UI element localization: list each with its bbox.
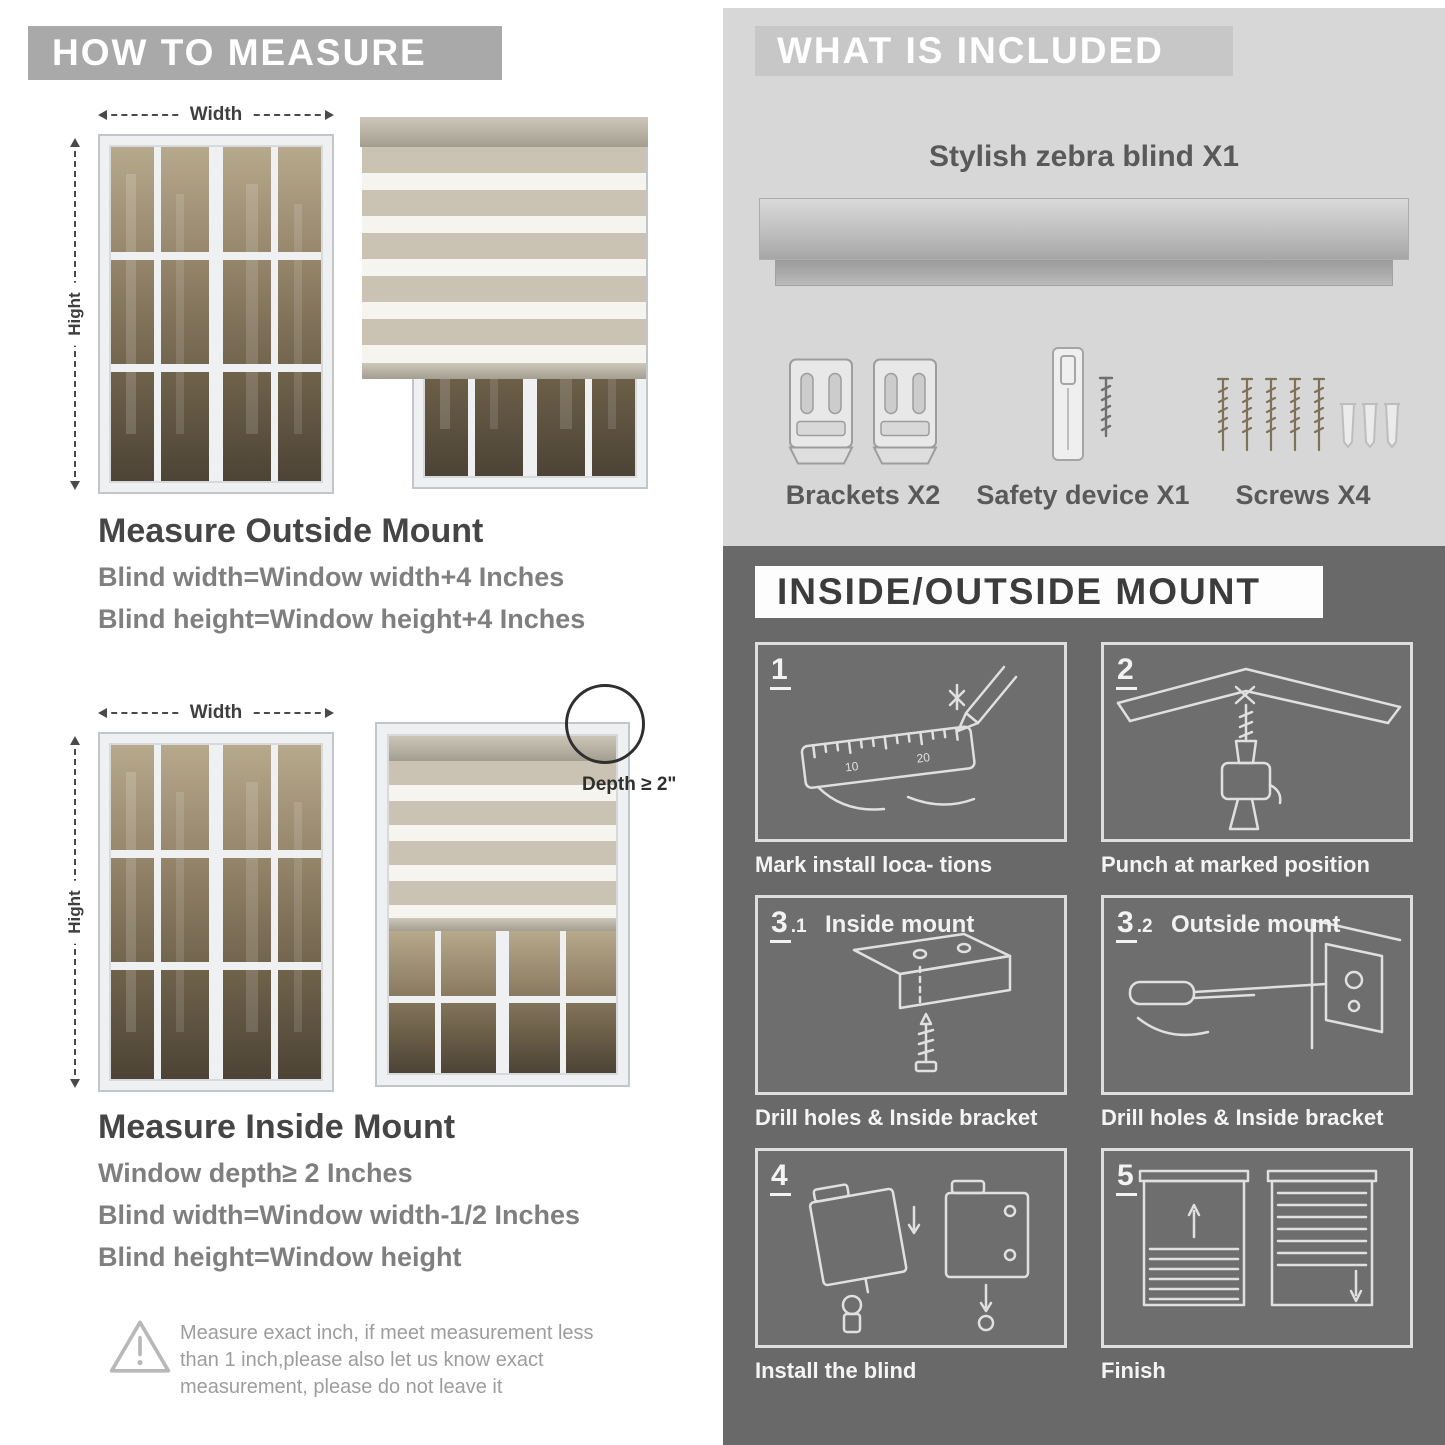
blind-headrail-lip <box>775 260 1393 286</box>
included-items-row: Brackets X2 <box>753 330 1415 511</box>
step-number: 3.2 Outside mount <box>1116 906 1341 943</box>
step-3-1-illustration <box>852 932 1012 1073</box>
height-label: Hight <box>65 282 85 346</box>
blind-item-label: Stylish zebra blind X1 <box>928 140 1240 173</box>
step-2: 2 <box>1101 642 1413 878</box>
warning-text: Measure exact inch, if meet measurement … <box>180 1320 594 1401</box>
step-3-2: 3.2 Outside mount <box>1101 895 1413 1131</box>
step-caption: Finish <box>1101 1358 1166 1383</box>
safety-device-label: Safety device X1 <box>976 480 1190 510</box>
step-number: 4 <box>770 1159 805 1196</box>
outside-formula-height: Blind height=Window height+4 Inches <box>98 604 586 634</box>
height-label: Hight <box>65 880 85 944</box>
mount-steps-grid: 1 <box>755 642 1415 1422</box>
brackets-label: Brackets X2 <box>785 480 941 510</box>
step-caption: Mark install loca- tions <box>755 852 993 877</box>
step-3-2-illustration <box>1128 918 1402 1050</box>
step-title: Inside mount <box>825 911 975 938</box>
warning-line: measurement, please do not leave it <box>180 1376 503 1398</box>
step-4: 4 <box>755 1148 1067 1384</box>
screws-label: Screws X4 <box>1235 480 1371 510</box>
included-item-screws: Screws X4 <box>1193 330 1413 511</box>
inside-formula-width: Blind width=Window width-1/2 Inches <box>98 1200 581 1230</box>
what-is-included-header: WHAT IS INCLUDED <box>755 26 1233 76</box>
arrow-right-icon <box>325 708 334 718</box>
warning-line: than 1 inch,please also let us know exac… <box>180 1349 544 1371</box>
step-5-illustration <box>1138 1169 1378 1307</box>
step-number-text: 3 <box>1116 906 1137 943</box>
step-title: Outside mount <box>1171 911 1341 938</box>
step-4-panel: 4 <box>755 1148 1067 1348</box>
brackets-icon <box>789 358 937 465</box>
step-number: 5 <box>1116 1159 1151 1196</box>
step-number-text: 3 <box>770 906 791 943</box>
step-caption: Punch at marked position <box>1101 852 1370 877</box>
step-3-2-panel: 3.2 Outside mount <box>1101 895 1413 1095</box>
window-illustration <box>98 732 334 1092</box>
step-5: 5 <box>1101 1148 1413 1384</box>
step-1-illustration: 10 20 <box>800 665 1018 811</box>
outside-mount-figure: Width Hight <box>60 92 700 522</box>
inside-formula-depth: Window depth≥ 2 Inches <box>98 1158 413 1188</box>
step-number-sub: .1 <box>790 916 807 937</box>
step-number-text: 5 <box>1116 1159 1137 1196</box>
step-caption: Drill holes & Inside bracket <box>1101 1105 1384 1130</box>
outside-mount-title: Measure Outside Mount <box>98 512 484 550</box>
blind-headrail-image <box>759 198 1409 260</box>
step-caption: Drill holes & Inside bracket <box>755 1105 1038 1130</box>
step-4-illustration <box>808 1179 1030 1334</box>
arrow-down-icon <box>70 481 80 490</box>
width-label: Width <box>179 104 253 126</box>
step-5-panel: 5 <box>1101 1148 1413 1348</box>
step-number: 1 <box>770 653 805 690</box>
what-is-included-panel: WHAT IS INCLUDED Stylish zebra blind X1 … <box>723 8 1445 546</box>
outside-mount-blind-illustration <box>360 117 648 489</box>
inside-mount-figure: Width Hight Depth ≥ 2" <box>60 684 700 1120</box>
step-number-text: 2 <box>1116 653 1137 690</box>
height-arrow: Hight <box>65 736 85 1088</box>
svg-text:10: 10 <box>844 759 859 775</box>
screws-icon <box>1217 377 1401 452</box>
step-number-sub: .2 <box>1136 916 1153 937</box>
step-number-text: 4 <box>770 1159 791 1196</box>
step-2-illustration <box>1116 667 1402 831</box>
step-1-panel: 1 <box>755 642 1067 842</box>
step-caption: Install the blind <box>755 1358 917 1383</box>
step-number: 3.1 Inside mount <box>770 906 975 943</box>
included-item-brackets: Brackets X2 <box>753 330 973 511</box>
window-illustration <box>98 134 334 494</box>
arrow-right-icon <box>325 110 334 120</box>
step-2-panel: 2 <box>1101 642 1413 842</box>
width-arrow: Width <box>98 104 334 126</box>
included-item-safety-device: Safety device X1 <box>973 330 1193 511</box>
warning-line: Measure exact inch, if meet measurement … <box>180 1322 594 1344</box>
inside-mount-title: Measure Inside Mount <box>98 1108 456 1146</box>
step-number: 2 <box>1116 653 1151 690</box>
mount-header: INSIDE/OUTSIDE MOUNT <box>755 566 1323 618</box>
arrow-down-icon <box>70 1079 80 1088</box>
height-arrow: Hight <box>65 138 85 490</box>
depth-callout-circle <box>565 684 645 764</box>
mount-instructions-panel: INSIDE/OUTSIDE MOUNT 1 <box>723 546 1445 1445</box>
width-label: Width <box>179 702 253 724</box>
outside-formula-width: Blind width=Window width+4 Inches <box>98 562 565 592</box>
how-to-measure-header: HOW TO MEASURE <box>28 26 502 80</box>
safety-device-icon <box>1052 347 1114 461</box>
inside-formula-height: Blind height=Window height <box>98 1242 462 1272</box>
step-3-1: 3.1 Inside mount <box>755 895 1067 1131</box>
step-3-1-panel: 3.1 Inside mount <box>755 895 1067 1095</box>
depth-label: Depth ≥ 2" <box>582 774 677 795</box>
warning-triangle-icon <box>109 1320 171 1373</box>
svg-text:20: 20 <box>916 750 931 766</box>
step-1: 1 <box>755 642 1067 878</box>
step-number-text: 1 <box>770 653 791 690</box>
width-arrow: Width <box>98 702 334 724</box>
